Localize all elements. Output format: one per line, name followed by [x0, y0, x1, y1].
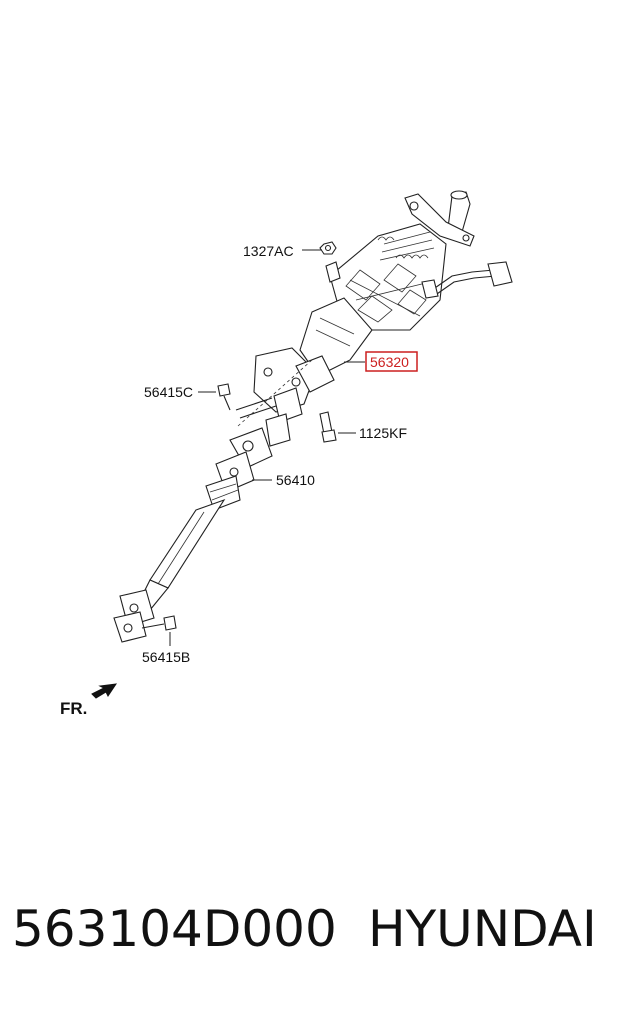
front-arrow-icon — [91, 683, 118, 699]
callout-56410: 56410 — [276, 472, 315, 488]
leader-lines — [169, 249, 365, 646]
callout-1327ac: 1327AC — [243, 243, 294, 259]
callout-highlight-box — [365, 351, 418, 372]
footer-row: 563104D000 HYUNDAI — [0, 900, 620, 980]
callout-56320: 56320 — [370, 354, 409, 370]
brand-name: HYUNDAI — [368, 900, 597, 958]
front-indicator-label: FR. — [60, 699, 87, 718]
callout-56415c: 56415C — [144, 384, 193, 400]
intermediate-shaft — [113, 427, 273, 643]
steering-column-assembly — [217, 190, 513, 447]
front-indicator: FR. — [60, 683, 118, 718]
callout-1125kf: 1125KF — [359, 425, 407, 441]
part-number: 563104D000 — [12, 900, 337, 958]
callout-56415b: 56415B — [142, 649, 190, 665]
